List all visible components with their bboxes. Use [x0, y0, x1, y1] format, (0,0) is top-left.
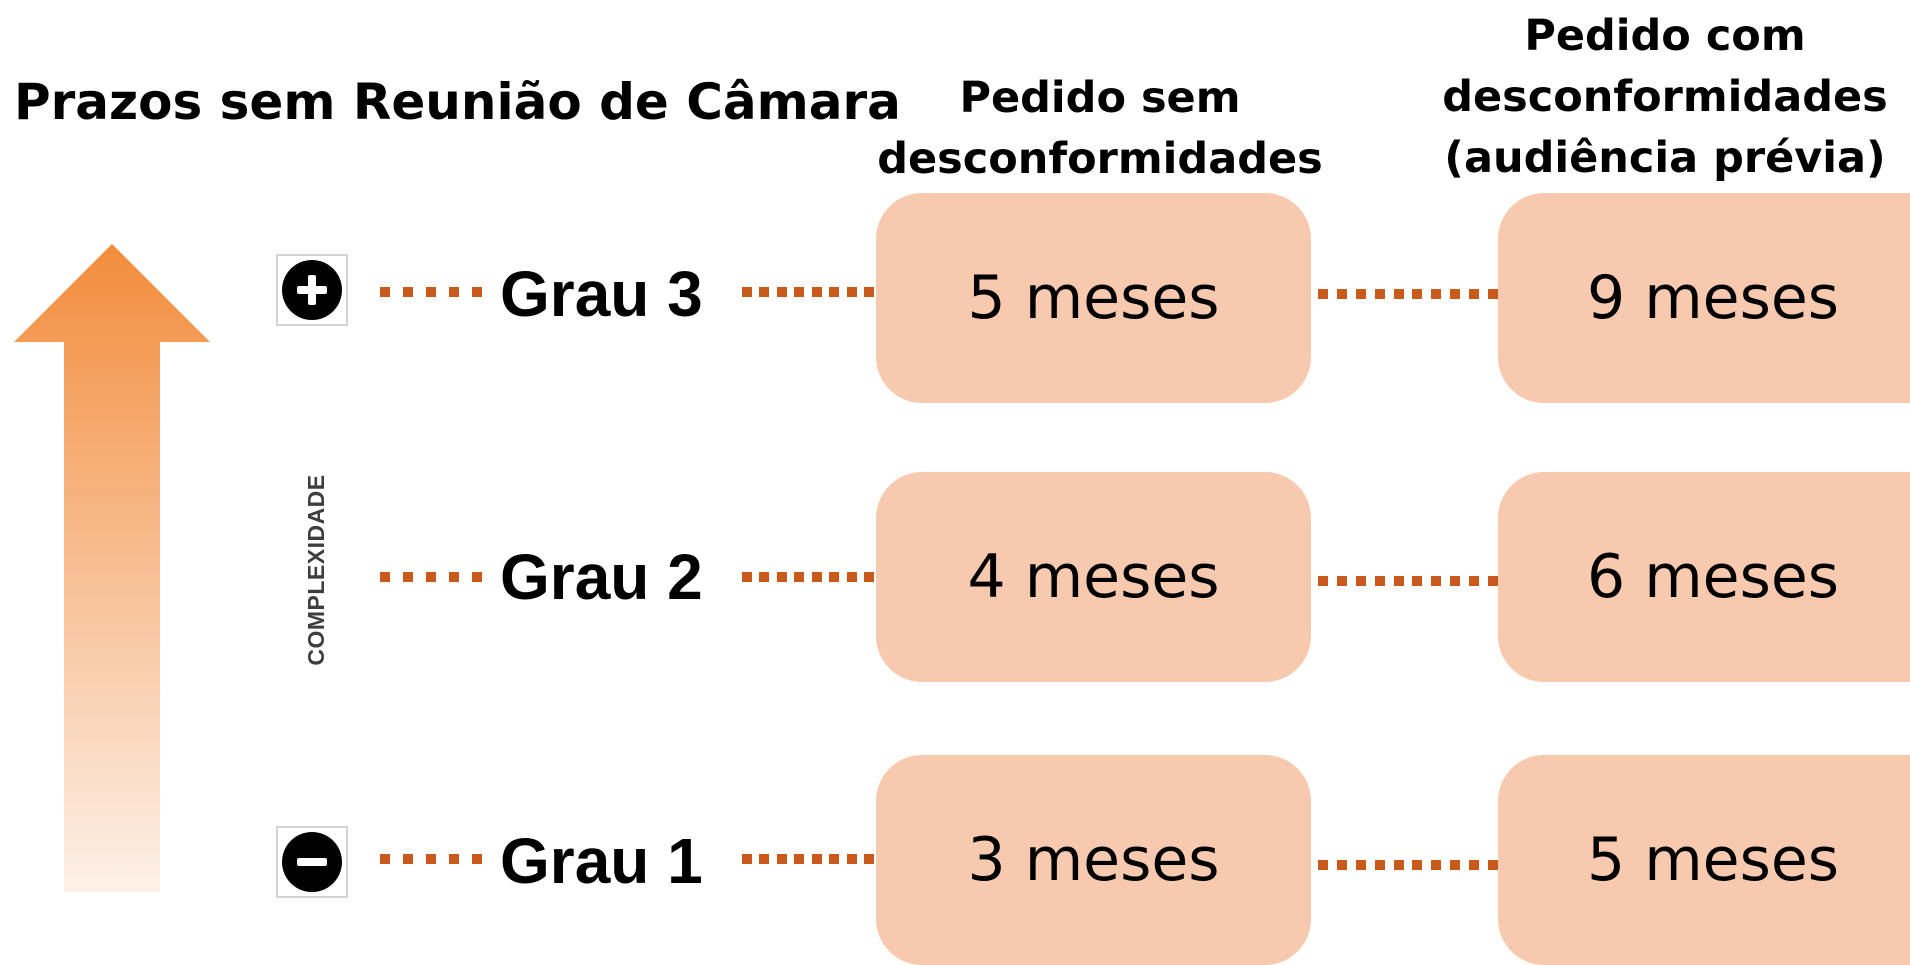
grade-label: Grau 1: [500, 825, 703, 897]
connector-dot: [403, 287, 413, 297]
connector-dots: [742, 572, 874, 582]
deadline-no-issues: 3 meses: [876, 755, 1311, 965]
column-header-with-issues-line-2: desconformidades: [1442, 72, 1888, 122]
grade-label: Grau 3: [500, 258, 703, 330]
connector-dot: [403, 572, 413, 582]
column-header-no-issues: Pedido sem desconformidades: [850, 68, 1350, 190]
connector-dot: [864, 854, 874, 864]
connector-dot: [380, 854, 390, 864]
grade-label: Grau 2: [500, 541, 703, 613]
connector-dot: [1431, 576, 1441, 586]
connector-dot: [1356, 289, 1366, 299]
connector-dot: [426, 572, 436, 582]
connector-dot: [380, 287, 390, 297]
connector-dots: [1318, 289, 1498, 299]
connector-dot: [1337, 289, 1347, 299]
connector-dot: [472, 572, 482, 582]
connector-dot: [864, 572, 874, 582]
connector-dot: [1394, 289, 1404, 299]
connector-dot: [829, 854, 839, 864]
connector-dot: [449, 287, 459, 297]
connector-dot: [812, 854, 822, 864]
connector-dot: [449, 854, 459, 864]
connector-dot: [1412, 576, 1422, 586]
connector-dot: [1431, 289, 1441, 299]
connector-dot: [742, 854, 752, 864]
connector-dot: [864, 287, 874, 297]
connector-dot: [812, 287, 822, 297]
connector-dot: [847, 287, 857, 297]
connector-dots: [742, 287, 874, 297]
deadline-with-issues: 6 meses: [1498, 472, 1910, 682]
page-title: Prazos sem Reunião de Câmara: [14, 73, 901, 131]
connector-dot: [1318, 289, 1328, 299]
connector-dot: [1356, 576, 1366, 586]
column-header-no-issues-line-1: Pedido sem: [959, 73, 1241, 123]
connector-dot: [812, 572, 822, 582]
connector-dot: [742, 287, 752, 297]
complexity-axis-label: COMPLEXIDADE: [303, 474, 329, 666]
column-header-with-issues: Pedido com desconformidades (audiência p…: [1430, 6, 1900, 189]
deadline-with-issues: 5 meses: [1498, 755, 1910, 965]
deadline-no-issues: 4 meses: [876, 472, 1311, 682]
connector-dot: [794, 854, 804, 864]
plus-circle-icon: [276, 254, 348, 326]
connector-dots: [380, 287, 482, 297]
connector-dot: [1450, 860, 1460, 870]
deadline-no-issues: 5 meses: [876, 193, 1311, 403]
connector-dot: [403, 854, 413, 864]
connector-dot: [1318, 576, 1328, 586]
connector-dot: [1450, 289, 1460, 299]
connector-dots: [380, 854, 482, 864]
connector-dot: [759, 854, 769, 864]
connector-dot: [759, 287, 769, 297]
connector-dot: [1488, 576, 1498, 586]
connector-dot: [777, 854, 787, 864]
connector-dot: [1375, 289, 1385, 299]
connector-dot: [794, 287, 804, 297]
connector-dot: [1412, 860, 1422, 870]
connector-dot: [1469, 289, 1479, 299]
column-header-with-issues-line-3: (audiência prévia): [1444, 133, 1886, 183]
connector-dot: [472, 854, 482, 864]
connector-dot: [380, 572, 390, 582]
connector-dots: [1318, 860, 1498, 870]
connector-dot: [1469, 860, 1479, 870]
connector-dot: [1412, 289, 1422, 299]
connector-dot: [847, 572, 857, 582]
connector-dot: [1318, 860, 1328, 870]
connector-dot: [1337, 576, 1347, 586]
connector-dot: [1356, 860, 1366, 870]
column-header-no-issues-line-2: desconformidades: [877, 134, 1323, 184]
minus-circle-icon: [276, 826, 348, 898]
connector-dot: [777, 287, 787, 297]
connector-dot: [829, 572, 839, 582]
connector-dot: [1488, 289, 1498, 299]
connector-dot: [1394, 860, 1404, 870]
connector-dot: [794, 572, 804, 582]
complexity-arrow-icon: [14, 244, 210, 892]
connector-dot: [1375, 860, 1385, 870]
connector-dot: [1431, 860, 1441, 870]
connector-dots: [380, 572, 482, 582]
connector-dots: [1318, 576, 1498, 586]
connector-dot: [1488, 860, 1498, 870]
column-header-with-issues-line-1: Pedido com: [1524, 11, 1806, 61]
connector-dot: [1394, 576, 1404, 586]
connector-dot: [777, 572, 787, 582]
connector-dot: [426, 854, 436, 864]
connector-dot: [472, 287, 482, 297]
connector-dot: [449, 572, 459, 582]
connector-dot: [742, 572, 752, 582]
connector-dot: [1375, 576, 1385, 586]
deadline-with-issues: 9 meses: [1498, 193, 1910, 403]
connector-dot: [1469, 576, 1479, 586]
connector-dots: [742, 854, 874, 864]
connector-dot: [1337, 860, 1347, 870]
connector-dot: [426, 287, 436, 297]
connector-dot: [759, 572, 769, 582]
connector-dot: [847, 854, 857, 864]
connector-dot: [1450, 576, 1460, 586]
connector-dot: [829, 287, 839, 297]
